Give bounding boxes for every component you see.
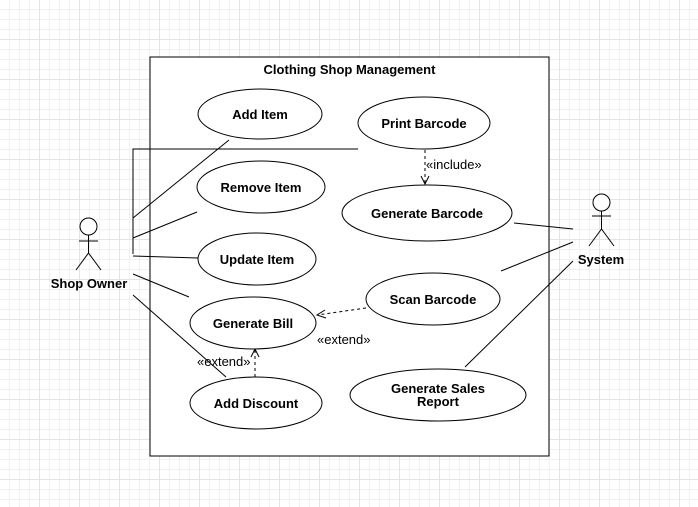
use-case-generate-barcode[interactable]: Generate Barcode xyxy=(341,184,513,242)
use-case-label: Generate Barcode xyxy=(371,206,483,221)
use-case-label: Update Item xyxy=(220,252,294,267)
use-case-label-line1: Generate Sales xyxy=(391,381,485,396)
actor-shop-owner[interactable]: Shop Owner xyxy=(51,217,128,291)
use-case-label: Add Discount xyxy=(214,396,299,411)
extend-scan-arrowhead xyxy=(315,309,327,319)
use-case-label: Generate Bill xyxy=(213,316,293,331)
use-case-label: Remove Item xyxy=(221,180,302,195)
use-case-add-item[interactable]: Add Item xyxy=(197,88,323,140)
extend-scan-line xyxy=(316,307,367,316)
use-case-add-discount[interactable]: Add Discount xyxy=(189,376,323,430)
use-case-label: Add Item xyxy=(232,107,288,122)
assoc-system-generate-barcode xyxy=(513,222,574,230)
assoc-owner-remove-item xyxy=(132,211,198,239)
shop-owner-associations xyxy=(132,139,358,378)
dependency-include: «include» xyxy=(420,150,482,186)
system-boundary-title: Clothing Shop Management xyxy=(264,62,437,77)
use-case-label: Scan Barcode xyxy=(390,292,477,307)
assoc-owner-generate-bill xyxy=(132,273,190,298)
use-case-print-barcode[interactable]: Print Barcode xyxy=(357,96,491,150)
use-case-update-item[interactable]: Update Item xyxy=(197,232,317,286)
stick-figure-icon xyxy=(588,193,615,247)
use-case-label-line2: Report xyxy=(417,394,460,409)
assoc-owner-add-item xyxy=(132,139,230,219)
system-associations xyxy=(464,222,574,368)
use-case-label: Print Barcode xyxy=(381,116,466,131)
extend-discount-label: «extend» xyxy=(197,354,251,369)
actor-system[interactable]: System xyxy=(578,193,624,267)
use-case-generate-bill[interactable]: Generate Bill xyxy=(189,296,317,350)
actor-label: Shop Owner xyxy=(51,276,128,291)
assoc-owner-update-item xyxy=(132,255,199,259)
use-case-scan-barcode[interactable]: Scan Barcode xyxy=(365,272,501,326)
assoc-owner-print-barcode xyxy=(132,148,358,254)
use-case-generate-sales-report[interactable]: Generate Sales Report xyxy=(349,368,527,422)
actor-label: System xyxy=(578,252,624,267)
extend-scan-label: «extend» xyxy=(317,332,371,347)
stick-figure-icon xyxy=(75,217,102,271)
include-arrowhead xyxy=(420,175,430,186)
include-label: «include» xyxy=(426,157,482,172)
use-case-remove-item[interactable]: Remove Item xyxy=(196,160,326,214)
assoc-system-scan-barcode xyxy=(500,241,574,272)
assoc-owner-add-discount xyxy=(132,294,227,378)
dependency-extend-scan: «extend» xyxy=(315,307,371,347)
assoc-system-generate-sales-report xyxy=(464,260,574,368)
